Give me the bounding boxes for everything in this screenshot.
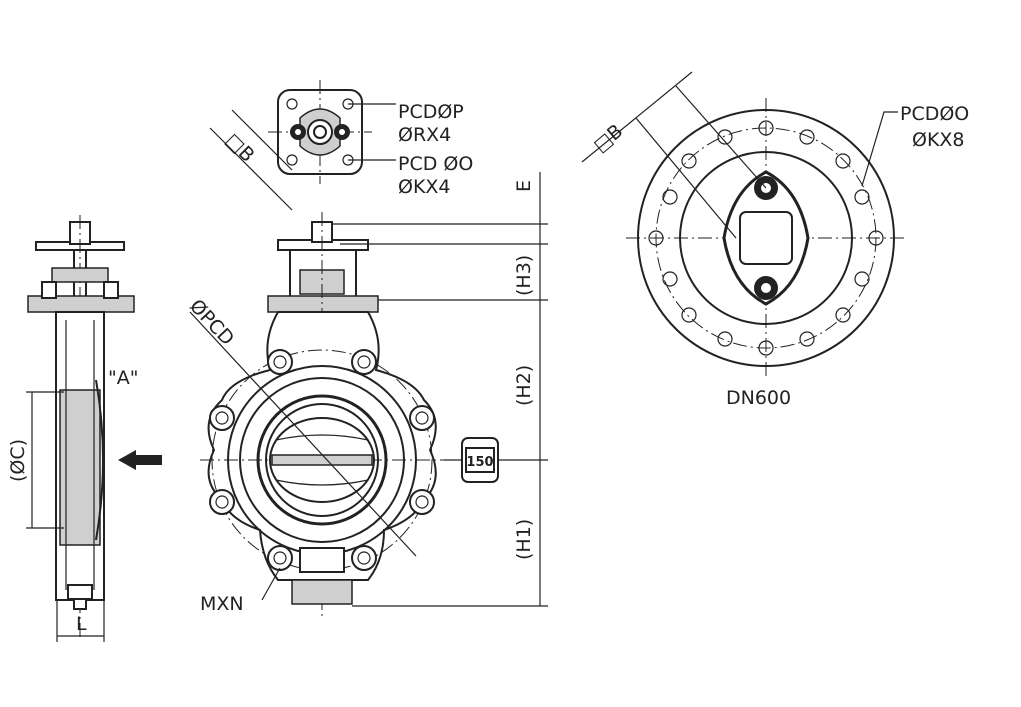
pcd-o-top-label: PCD ØO (398, 153, 473, 175)
h1-dim-label: (H1) (513, 519, 535, 560)
c-dim-label: (ØC) (7, 439, 29, 482)
pcd-o-right-label: PCDØO (900, 103, 969, 125)
pcd-diag-label: ØPCD (185, 295, 238, 350)
h3-dim-label: (H3) (513, 255, 535, 296)
flange-view (581, 71, 906, 378)
side-view (26, 215, 162, 642)
l-dim-label: L (76, 613, 87, 635)
e-dim-label: E (513, 180, 535, 192)
kx4-label: ØKX4 (398, 176, 451, 198)
rx4-label: ØRX4 (398, 124, 451, 146)
dn600-label: DN600 (726, 387, 791, 409)
square-b-top-label: □B (221, 129, 258, 166)
kx8-label: ØKX8 (912, 129, 965, 151)
top-flange-detail (209, 80, 396, 211)
h2-dim-label: (H2) (513, 365, 535, 406)
pcd-p-label: PCDØP (398, 101, 464, 123)
front-view (189, 172, 548, 620)
class-tag-label: 150 (466, 455, 493, 470)
mxn-label: MXN (200, 593, 244, 615)
detail-a-label: "A" (108, 367, 138, 389)
